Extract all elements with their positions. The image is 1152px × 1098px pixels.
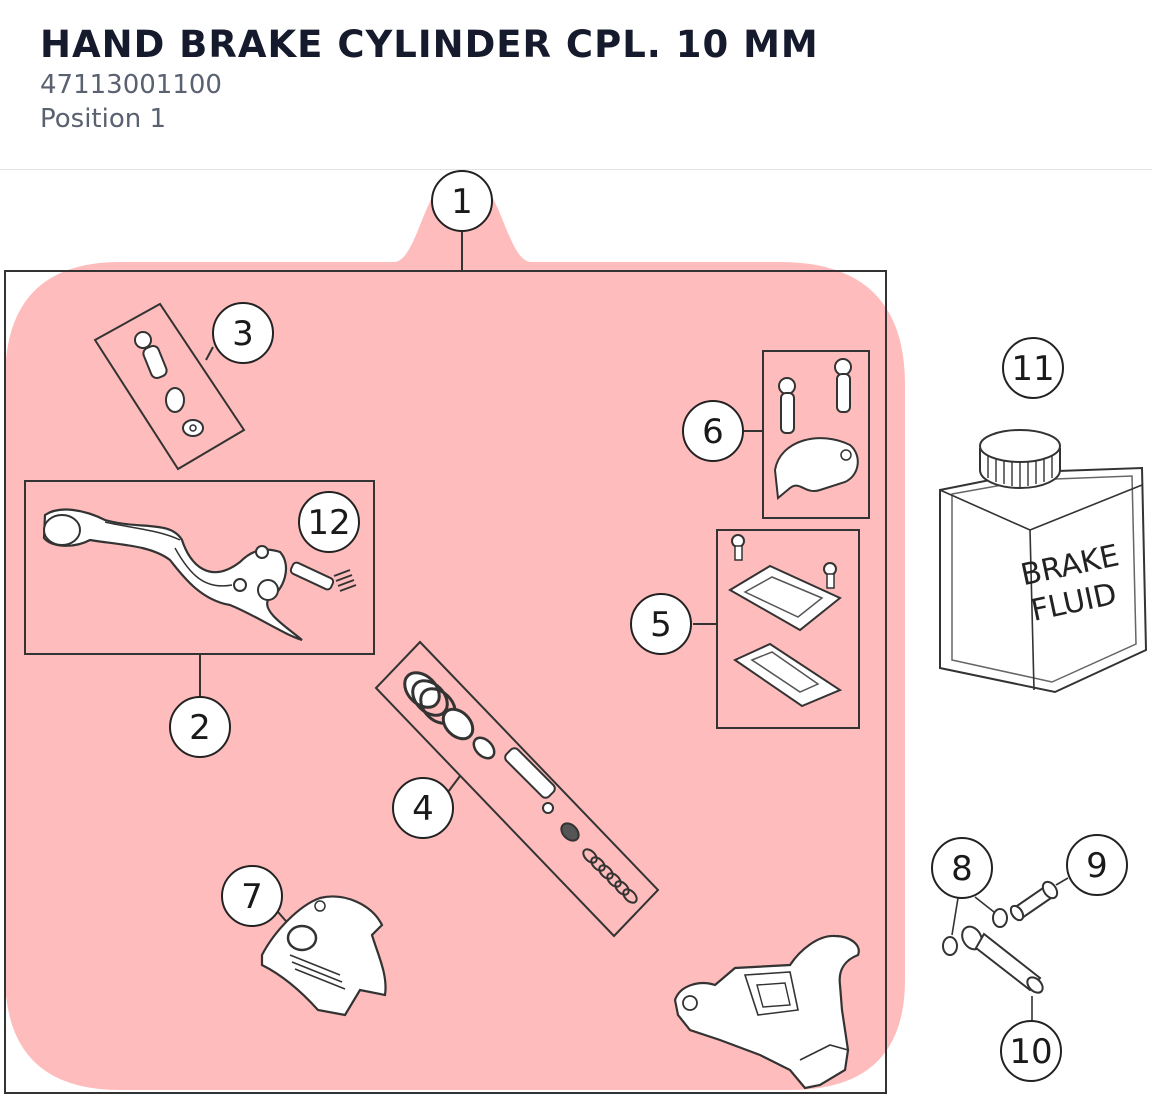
- part-3-bolt-set: [93, 302, 246, 471]
- svg-text:10: 10: [1009, 1032, 1052, 1072]
- svg-text:2: 2: [189, 708, 211, 748]
- part-4-piston-kit: [374, 640, 660, 938]
- exploded-parts-diagram: BRAKE FLUID 1 2 3 4 5 6: [4, 170, 1148, 1094]
- part-2-brake-lever: [24, 480, 375, 697]
- part-title: HAND BRAKE CYLINDER CPL. 10 MM: [40, 23, 819, 66]
- header-divider: [0, 169, 1152, 170]
- callout-7[interactable]: 7: [221, 865, 283, 927]
- callout-1[interactable]: 1: [431, 170, 493, 232]
- assembly-highlight: [5, 172, 905, 1090]
- page-header: HAND BRAKE CYLINDER CPL. 10 MM 471130011…: [40, 22, 1152, 136]
- callout-4[interactable]: 4: [392, 777, 454, 839]
- assembly-frame: [4, 270, 887, 1094]
- svg-text:12: 12: [307, 503, 350, 543]
- part-number: 47113001100: [40, 70, 222, 100]
- callout-6[interactable]: 6: [682, 400, 744, 462]
- part-7-lever-housing: [260, 895, 387, 1017]
- svg-text:8: 8: [951, 849, 973, 889]
- svg-text:5: 5: [650, 605, 672, 645]
- svg-text:4: 4: [412, 789, 434, 829]
- parts-8-9-10-banjo-set: [942, 877, 1069, 1020]
- callout-9[interactable]: 9: [1066, 834, 1128, 896]
- svg-text:6: 6: [702, 412, 724, 452]
- callout-12[interactable]: 12: [298, 491, 360, 553]
- callout-2[interactable]: 2: [169, 696, 231, 758]
- part-5-reservoir-cover: [693, 529, 860, 729]
- callout-11[interactable]: 11: [1002, 337, 1064, 399]
- svg-text:3: 3: [232, 314, 254, 354]
- callout-3[interactable]: 3: [212, 302, 274, 364]
- svg-text:11: 11: [1011, 349, 1054, 389]
- part-6-handlebar-clamp: [744, 350, 870, 519]
- svg-text:1: 1: [451, 182, 473, 222]
- master-cylinder-body: [673, 934, 860, 1090]
- callout-5[interactable]: 5: [630, 593, 692, 655]
- part-position: Position 1: [40, 104, 167, 134]
- svg-text:9: 9: [1086, 846, 1108, 886]
- svg-text:7: 7: [241, 877, 263, 917]
- callout-10[interactable]: 10: [1000, 1020, 1062, 1082]
- part-11-brake-fluid-bottle: BRAKE FLUID: [939, 429, 1148, 694]
- callout-8[interactable]: 8: [931, 837, 993, 899]
